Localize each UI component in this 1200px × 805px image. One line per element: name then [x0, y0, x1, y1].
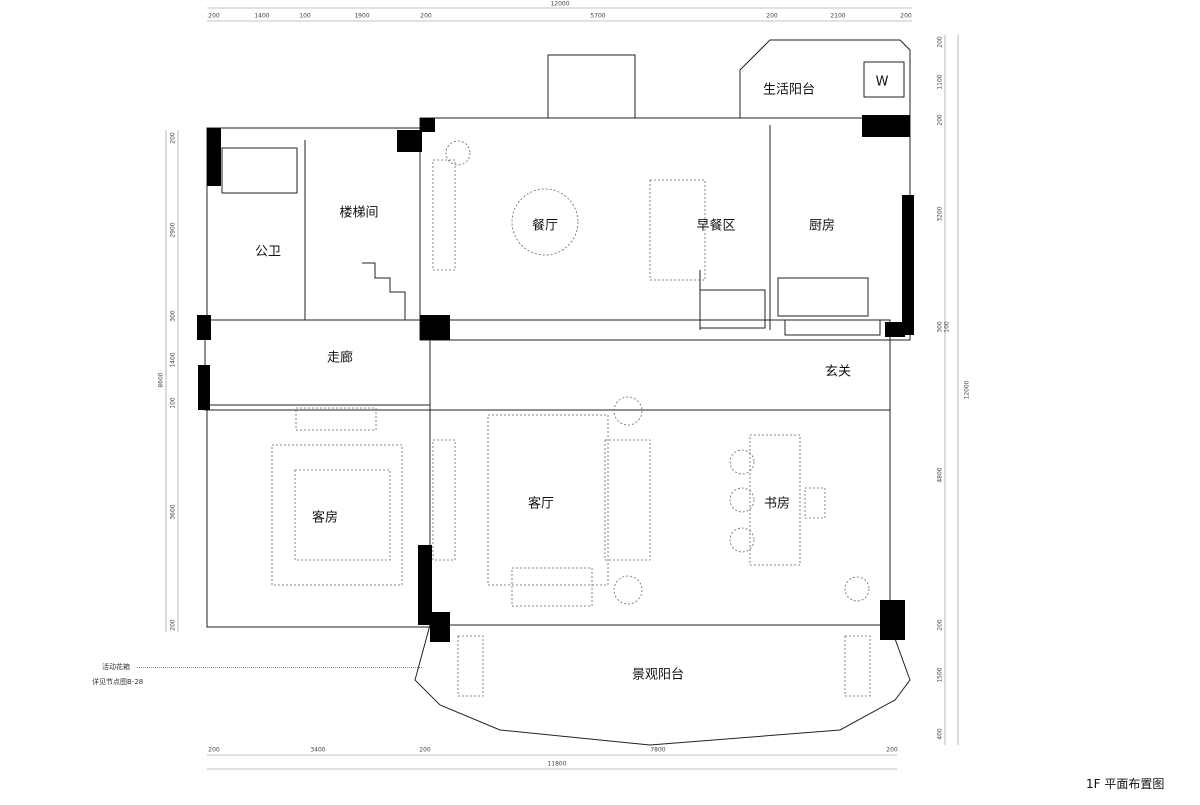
dim-right-total: 12000: [963, 380, 971, 400]
dim-top: 2100: [830, 12, 846, 20]
dim-left: 200: [169, 619, 177, 631]
dim-top: 100: [299, 12, 311, 20]
room-label-service-balcony: 生活阳台: [762, 82, 816, 98]
dim-bottom: 7800: [650, 746, 666, 754]
dim-top: 200: [766, 12, 778, 20]
washer-label: W: [875, 74, 889, 90]
dim-right: 300: [936, 321, 944, 333]
dim-bottom-total: 11800: [547, 760, 567, 768]
room-label-bath: 公卫: [254, 244, 282, 260]
dim-top-total: 12000: [550, 0, 570, 8]
dim-left-total: 8600: [157, 372, 165, 388]
dim-top: 5700: [590, 12, 606, 20]
dim-right: 200: [936, 114, 944, 126]
dim-bottom: 200: [208, 746, 220, 754]
dim-bottom: 200: [419, 746, 431, 754]
dim-right: 3200: [936, 206, 944, 222]
dim-right: 400: [936, 728, 944, 740]
room-label-foyer: 玄关: [824, 364, 852, 380]
dim-left: 300: [169, 310, 177, 322]
dim-top: 200: [420, 12, 432, 20]
dimension-lines: [165, 7, 959, 770]
room-label-stair: 楼梯间: [339, 205, 379, 221]
dim-top: 200: [900, 12, 912, 20]
dim-left: 3600: [169, 504, 177, 520]
room-label-breakfast: 早餐区: [696, 218, 736, 234]
dim-bottom: 3400: [310, 746, 326, 754]
room-label-guest: 客房: [311, 510, 339, 526]
dim-bottom: 200: [886, 746, 898, 754]
dim-right: 4800: [936, 467, 944, 483]
dim-right: 200: [936, 36, 944, 48]
structural-columns: [197, 115, 914, 642]
dim-top: 1400: [254, 12, 270, 20]
dim-top: 1900: [354, 12, 370, 20]
furniture: [271, 140, 871, 697]
dim-top: 200: [208, 12, 220, 20]
room-label-view-balcony: 景观阳台: [631, 667, 685, 683]
dim-right: 1100: [936, 74, 944, 90]
dim-right: 1500: [936, 667, 944, 683]
drawing-title: 1F 平面布置图: [1086, 777, 1165, 791]
dim-left: 2900: [169, 222, 177, 238]
room-label-study: 书房: [763, 496, 791, 512]
dim-left: 1400: [169, 352, 177, 368]
note-leader-line: [137, 667, 422, 668]
note-detail-ref: 详见节点图B-28: [92, 678, 144, 686]
walls-outline: [204, 39, 911, 746]
dim-right: 100: [943, 321, 951, 333]
room-label-corridor: 走廊: [326, 350, 354, 366]
dim-left: 200: [169, 132, 177, 144]
room-label-dining: 餐厅: [531, 218, 559, 234]
room-label-living: 客厅: [527, 496, 555, 512]
dim-right: 200: [936, 619, 944, 631]
room-label-kitchen: 厨房: [808, 218, 836, 234]
dim-left: 100: [169, 397, 177, 409]
note-planter: 活动花箱: [102, 663, 130, 671]
